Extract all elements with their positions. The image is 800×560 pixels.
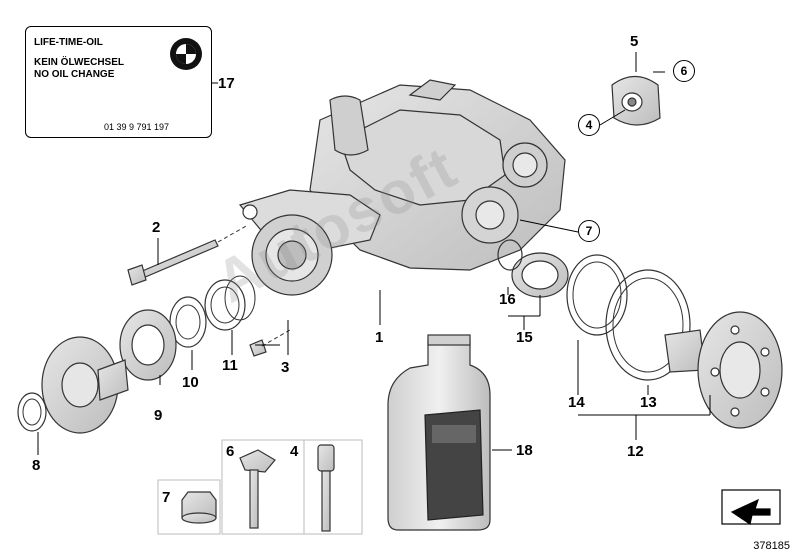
bolt-4 (317, 444, 335, 532)
callout-18: 18 (516, 442, 533, 459)
callout-11: 11 (222, 357, 238, 374)
oil-bottle (387, 334, 491, 531)
callout-13: 13 (640, 394, 657, 411)
callout-4-circled: 4 (578, 114, 600, 136)
callout-14: 14 (568, 394, 585, 411)
arrow-pointer-icon (721, 489, 781, 525)
label-line-english: NO OIL CHANGE (34, 69, 115, 80)
bearing-5 (611, 75, 661, 126)
callout-9: 9 (154, 407, 163, 424)
callout-5: 5 (630, 33, 639, 50)
callout-8: 8 (32, 457, 41, 474)
callout-16: 16 (499, 291, 516, 308)
ring-14 (566, 254, 628, 336)
bolt-6 (239, 449, 276, 529)
callout-10: 10 (182, 374, 199, 391)
callout-1: 1 (375, 329, 384, 346)
ring-8 (17, 392, 47, 432)
callout-4: 4 (290, 443, 299, 460)
callout-12: 12 (627, 443, 644, 460)
callout-6-circled: 6 (673, 60, 695, 82)
document-number: 378185 (753, 540, 790, 552)
seal-16 (497, 239, 569, 298)
callout-6: 6 (226, 443, 235, 460)
ring-11 (204, 279, 246, 331)
callout-15: 15 (516, 329, 533, 346)
screw-3 (249, 329, 291, 357)
bolt-2 (127, 239, 219, 286)
joint-12 (664, 311, 783, 429)
differential-housing (238, 79, 566, 296)
ring-10 (169, 296, 207, 348)
label-title: LIFE-TIME-OIL (34, 37, 103, 48)
flange (41, 336, 129, 434)
callout-7-circled: 7 (578, 220, 600, 242)
callout-17: 17 (218, 75, 235, 92)
label-part-code: 01 39 9 791 197 (104, 122, 170, 132)
life-time-oil-label: LIFE-TIME-OIL KEIN ÖLWECHSEL NO OIL CHAN… (25, 26, 212, 138)
cap-7 (181, 491, 217, 524)
callout-7: 7 (162, 489, 171, 506)
ring-13 (605, 269, 691, 381)
bmw-roundel-logo (170, 38, 202, 70)
callout-3: 3 (281, 359, 290, 376)
label-line-german: KEIN ÖLWECHSEL (34, 57, 125, 68)
callout-2: 2 (152, 219, 161, 236)
seal-9 (119, 309, 177, 381)
